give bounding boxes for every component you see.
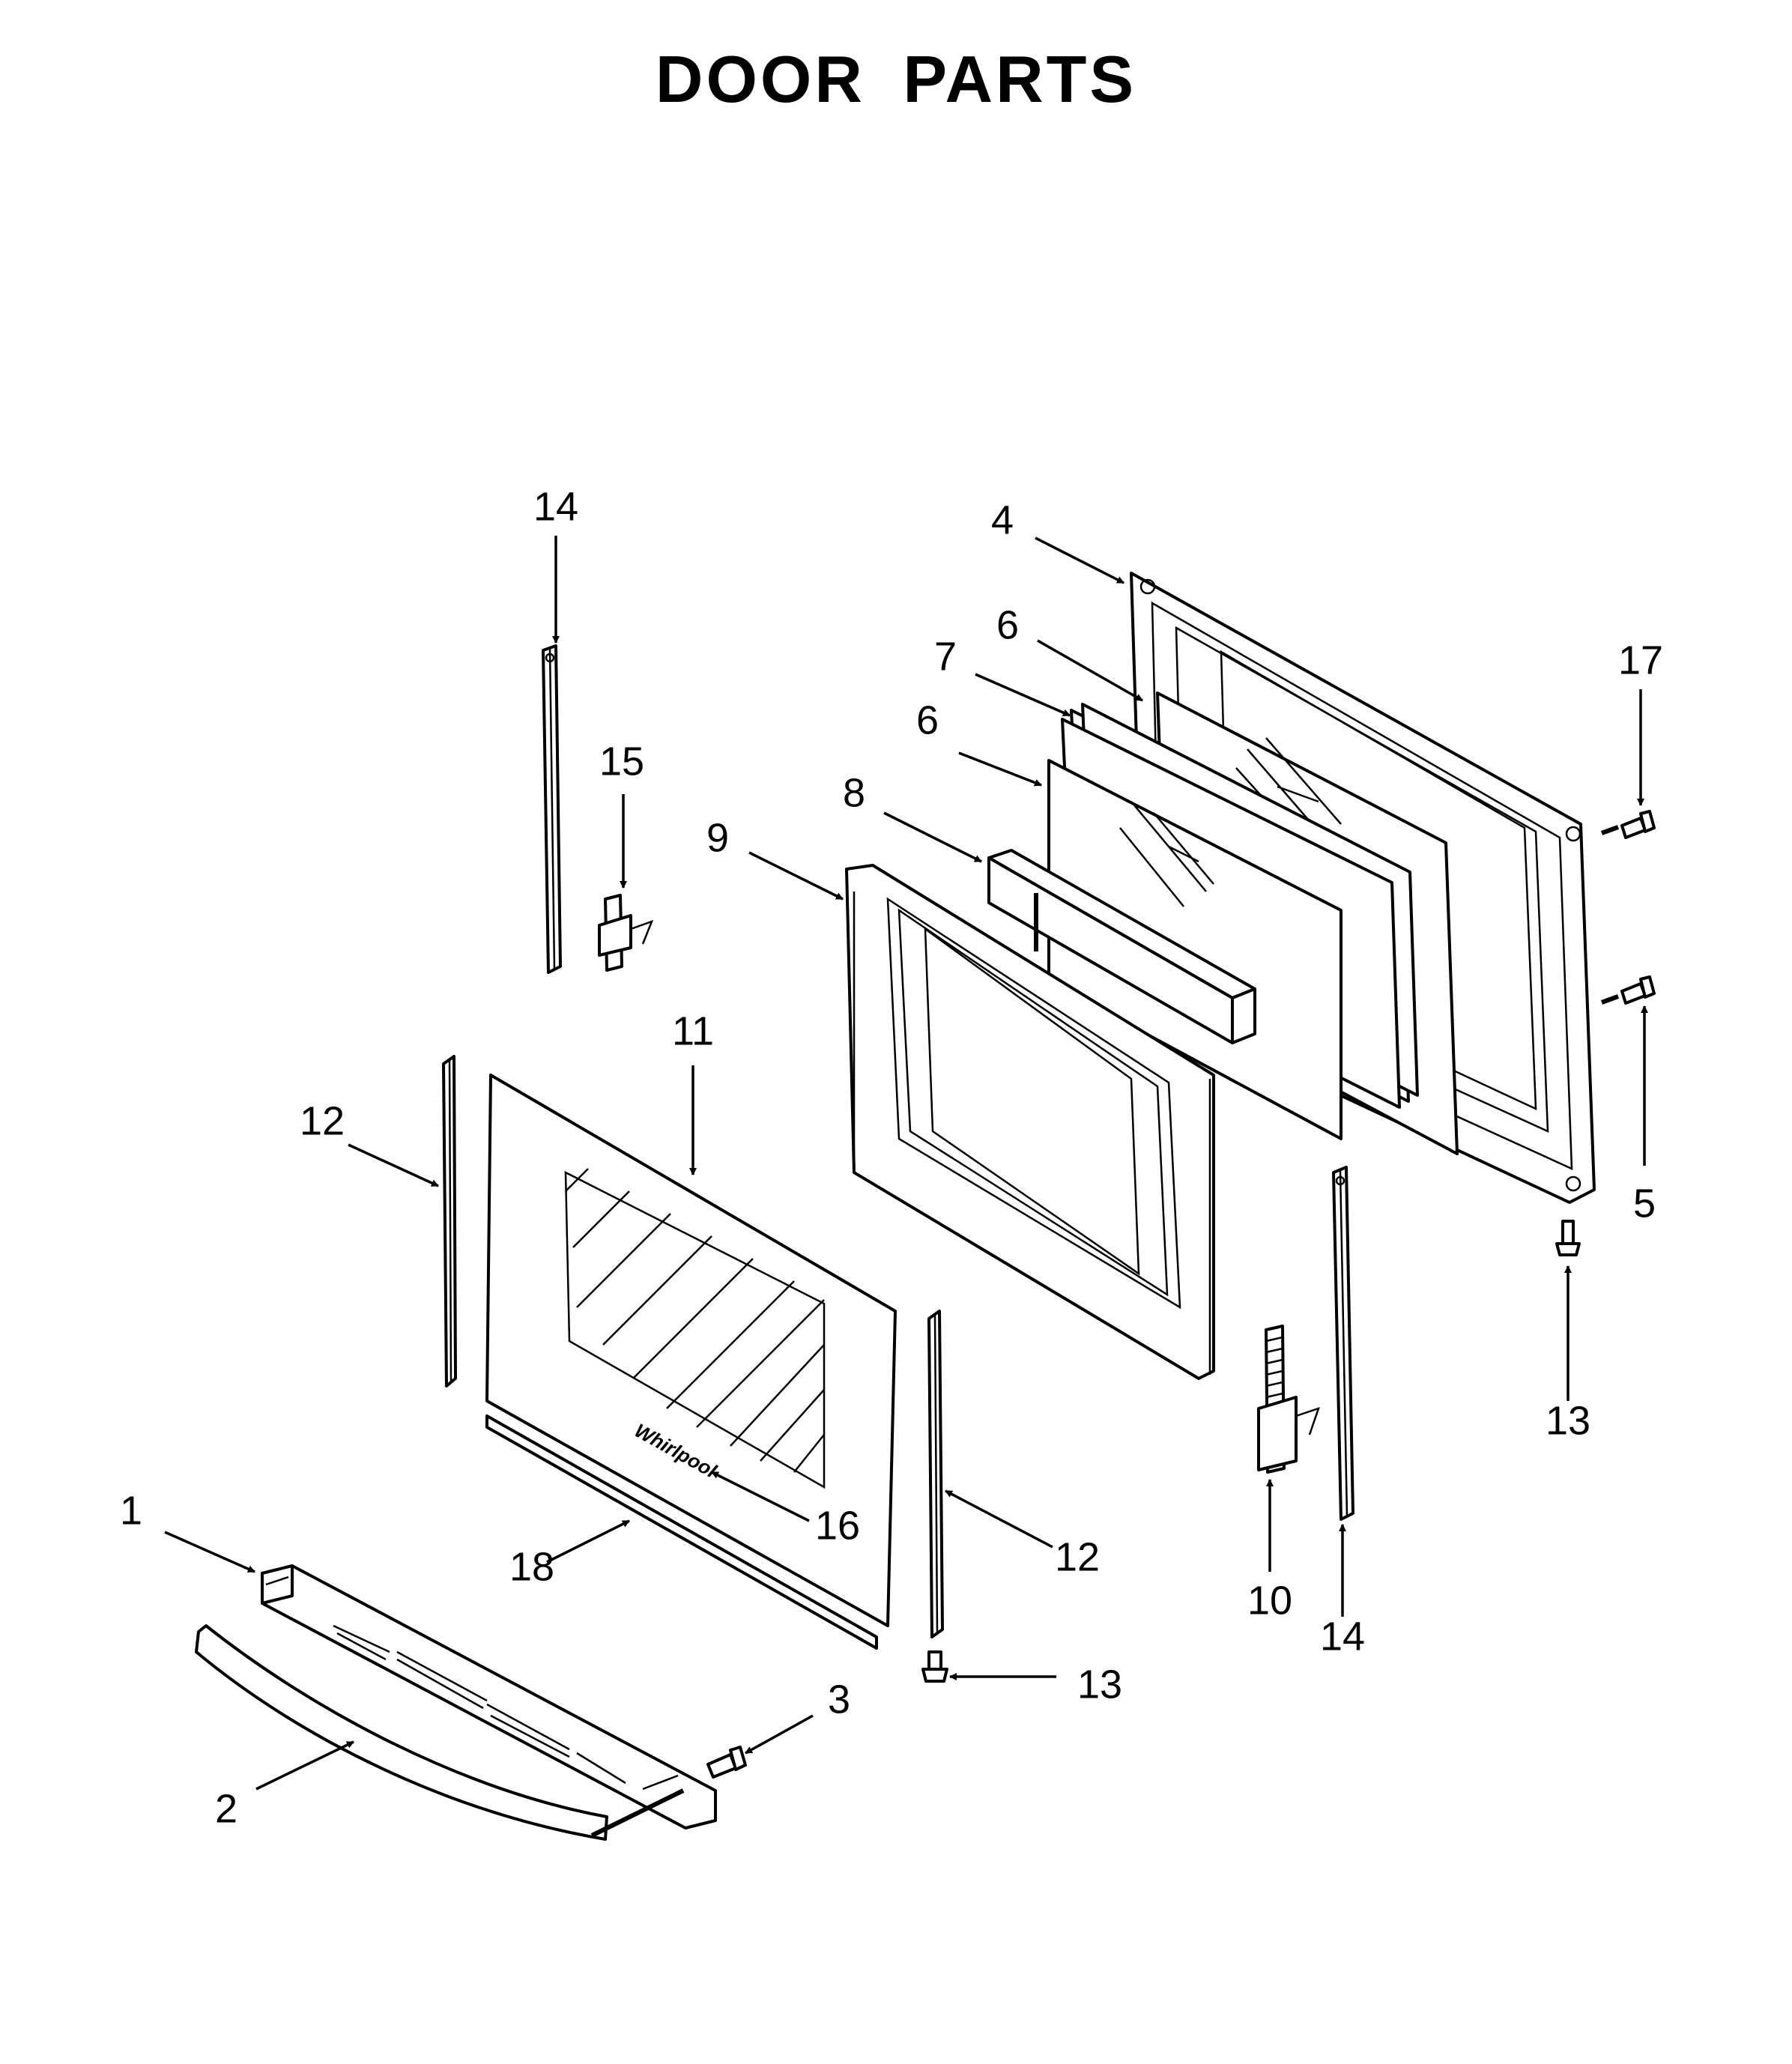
callout-14: 14 (533, 484, 578, 529)
part-11-outer-door-panel: Whirlpool (485, 1074, 897, 1627)
part-14-upper-side-trim (542, 644, 562, 974)
part-14-lower-side-trim (1332, 1166, 1354, 1521)
part-15-hinge (598, 894, 654, 972)
callout-12: 12 (1055, 1534, 1100, 1579)
callout-6: 6 (996, 602, 1019, 647)
part-18-bottom-trim (485, 1414, 878, 1650)
callout-10: 10 (1247, 1578, 1292, 1623)
callout-7: 7 (934, 634, 957, 679)
callout-18: 18 (509, 1544, 554, 1589)
callout-6: 6 (916, 697, 939, 742)
callout-17: 17 (1618, 638, 1663, 683)
callout-5: 5 (1633, 1181, 1656, 1226)
part-1-door-handle (261, 1564, 717, 1830)
part-8-baffle (987, 849, 1256, 1044)
part-5-screw (1620, 975, 1656, 1005)
part-13-lower-screw (921, 1650, 948, 1683)
part-9-door-frame (845, 864, 1215, 1380)
callout-13: 13 (1546, 1398, 1590, 1443)
callout-labels: 14 15 4 6 7 6 8 9 11 12 16 18 12 13 10 1… (120, 484, 1663, 1831)
callout-12: 12 (300, 1098, 345, 1143)
connector-lines (590, 825, 1620, 1838)
callout-1: 1 (120, 1488, 142, 1533)
page-title: DOOR PARTS (655, 42, 1137, 116)
part-12-left-side-trim (442, 1055, 457, 1387)
callout-15: 15 (599, 739, 644, 784)
part-3-screw (706, 1746, 747, 1779)
part-10-hinge (1257, 1325, 1321, 1474)
callout-9: 9 (706, 815, 729, 860)
callout-2: 2 (215, 1786, 237, 1831)
callout-4: 4 (991, 497, 1014, 542)
callout-16: 16 (815, 1503, 860, 1548)
callout-13: 13 (1077, 1662, 1122, 1707)
leader-lines (164, 536, 1648, 1791)
callout-8: 8 (843, 770, 865, 815)
callout-3: 3 (828, 1677, 850, 1722)
callout-14: 14 (1320, 1614, 1365, 1659)
part-13-right-screw (1555, 1220, 1581, 1256)
part-12-right-side-trim (927, 1310, 944, 1638)
part-17-screw (1620, 810, 1656, 839)
callout-11: 11 (672, 1008, 714, 1053)
